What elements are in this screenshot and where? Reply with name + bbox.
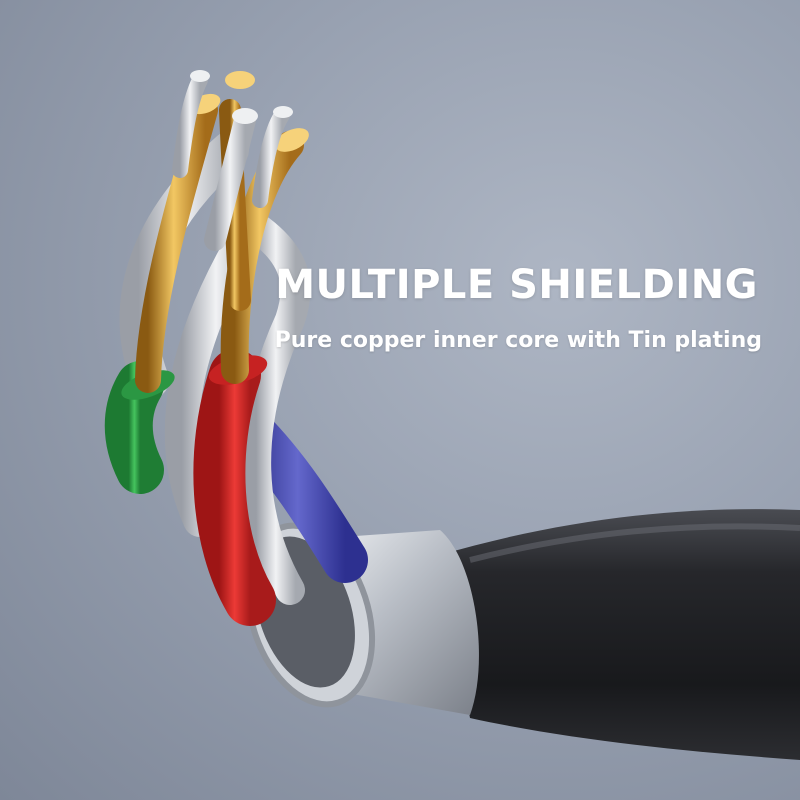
copper-conductors <box>135 71 309 393</box>
cable-jacket <box>440 509 800 760</box>
subline: Pure copper inner core with Tin plating <box>274 328 762 353</box>
tinned-strands <box>172 70 293 251</box>
headline: MULTIPLE SHIELDING <box>275 262 758 308</box>
